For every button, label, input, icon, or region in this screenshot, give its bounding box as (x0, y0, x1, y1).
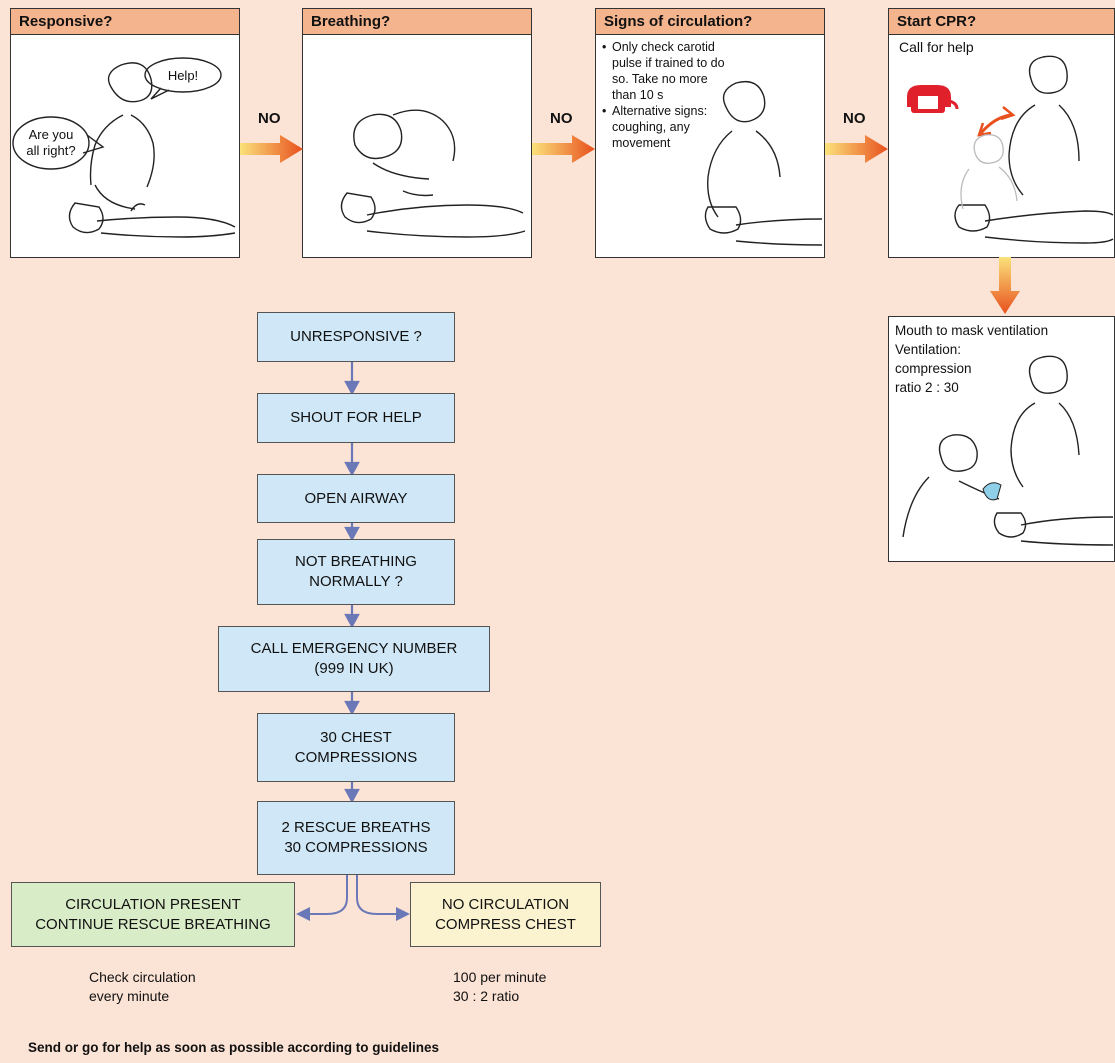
mask-ventilation-illustration (902, 355, 1114, 546)
step-call-emergency: CALL EMERGENCY NUMBER (999 IN UK) (218, 626, 490, 692)
cpr-illustration (907, 55, 1114, 244)
compression-rate-note: 100 per minute 30 : 2 ratio (453, 969, 547, 1004)
panel-title: Breathing? (303, 9, 531, 35)
outcome-no-circulation: NO CIRCULATION COMPRESS CHEST (410, 882, 601, 947)
ventilation-line-2: Ventilation: (895, 342, 962, 357)
mask-icon (982, 482, 1002, 501)
step-chest-compressions: 30 CHEST COMPRESSIONS (257, 713, 455, 782)
responsive-check-illustration (12, 57, 236, 238)
no-label-1: NO (258, 110, 281, 127)
telephone-icon (907, 85, 959, 113)
panel-title: Start CPR? (889, 9, 1114, 35)
gradient-arrow-icon (825, 135, 888, 163)
circulation-instructions: Only check carotid pulse if trained to d… (602, 39, 730, 151)
ventilation-line-3: compression (895, 361, 972, 376)
circulation-panel: Signs of circulation? Only check carotid… (595, 8, 825, 258)
question-speech-bubble: Are you all right? (26, 127, 76, 158)
step-unresponsive: UNRESPONSIVE ? (257, 312, 455, 362)
breathing-check-illustration (340, 109, 526, 238)
gradient-arrow-icon (990, 257, 1020, 314)
no-label-3: NO (843, 110, 866, 127)
help-speech-bubble: Help! (167, 68, 199, 83)
outcome-circulation-present: CIRCULATION PRESENT CONTINUE RESCUE BREA… (11, 882, 295, 947)
gradient-arrow-icon (240, 135, 303, 163)
connector-arrow-icon (396, 907, 410, 921)
connector-arrow-icon (296, 907, 310, 921)
alternative-signs-instruction: Alternative signs: coughing, any movemen… (602, 103, 730, 151)
check-circulation-note: Check circulation every minute (89, 969, 196, 1004)
call-for-help-label: Call for help (899, 39, 974, 55)
ventilation-line-4: ratio 2 : 30 (895, 380, 959, 395)
panel-title: Responsive? (11, 9, 239, 35)
ventilation-line-1: Mouth to mask ventilation (895, 323, 1049, 338)
pulse-check-instruction: Only check carotid pulse if trained to d… (602, 39, 730, 103)
panel-title: Signs of circulation? (596, 9, 824, 35)
gradient-arrow-icon (532, 135, 595, 163)
breathing-panel: Breathing? (302, 8, 532, 258)
responsive-panel: Responsive? Help! Are you all right? (10, 8, 240, 258)
step-rescue-breaths: 2 RESCUE BREATHS 30 COMPRESSIONS (257, 801, 455, 875)
step-shout-for-help: SHOUT FOR HELP (257, 393, 455, 443)
double-arrow-icon (977, 106, 1016, 137)
start-cpr-panel: Start CPR? Call for help (888, 8, 1115, 258)
split-connector (305, 875, 400, 915)
no-label-2: NO (550, 110, 573, 127)
step-not-breathing: NOT BREATHING NORMALLY ? (257, 539, 455, 605)
footer-guideline: Send or go for help as soon as possible … (28, 1040, 440, 1055)
step-open-airway: OPEN AIRWAY (257, 474, 455, 523)
